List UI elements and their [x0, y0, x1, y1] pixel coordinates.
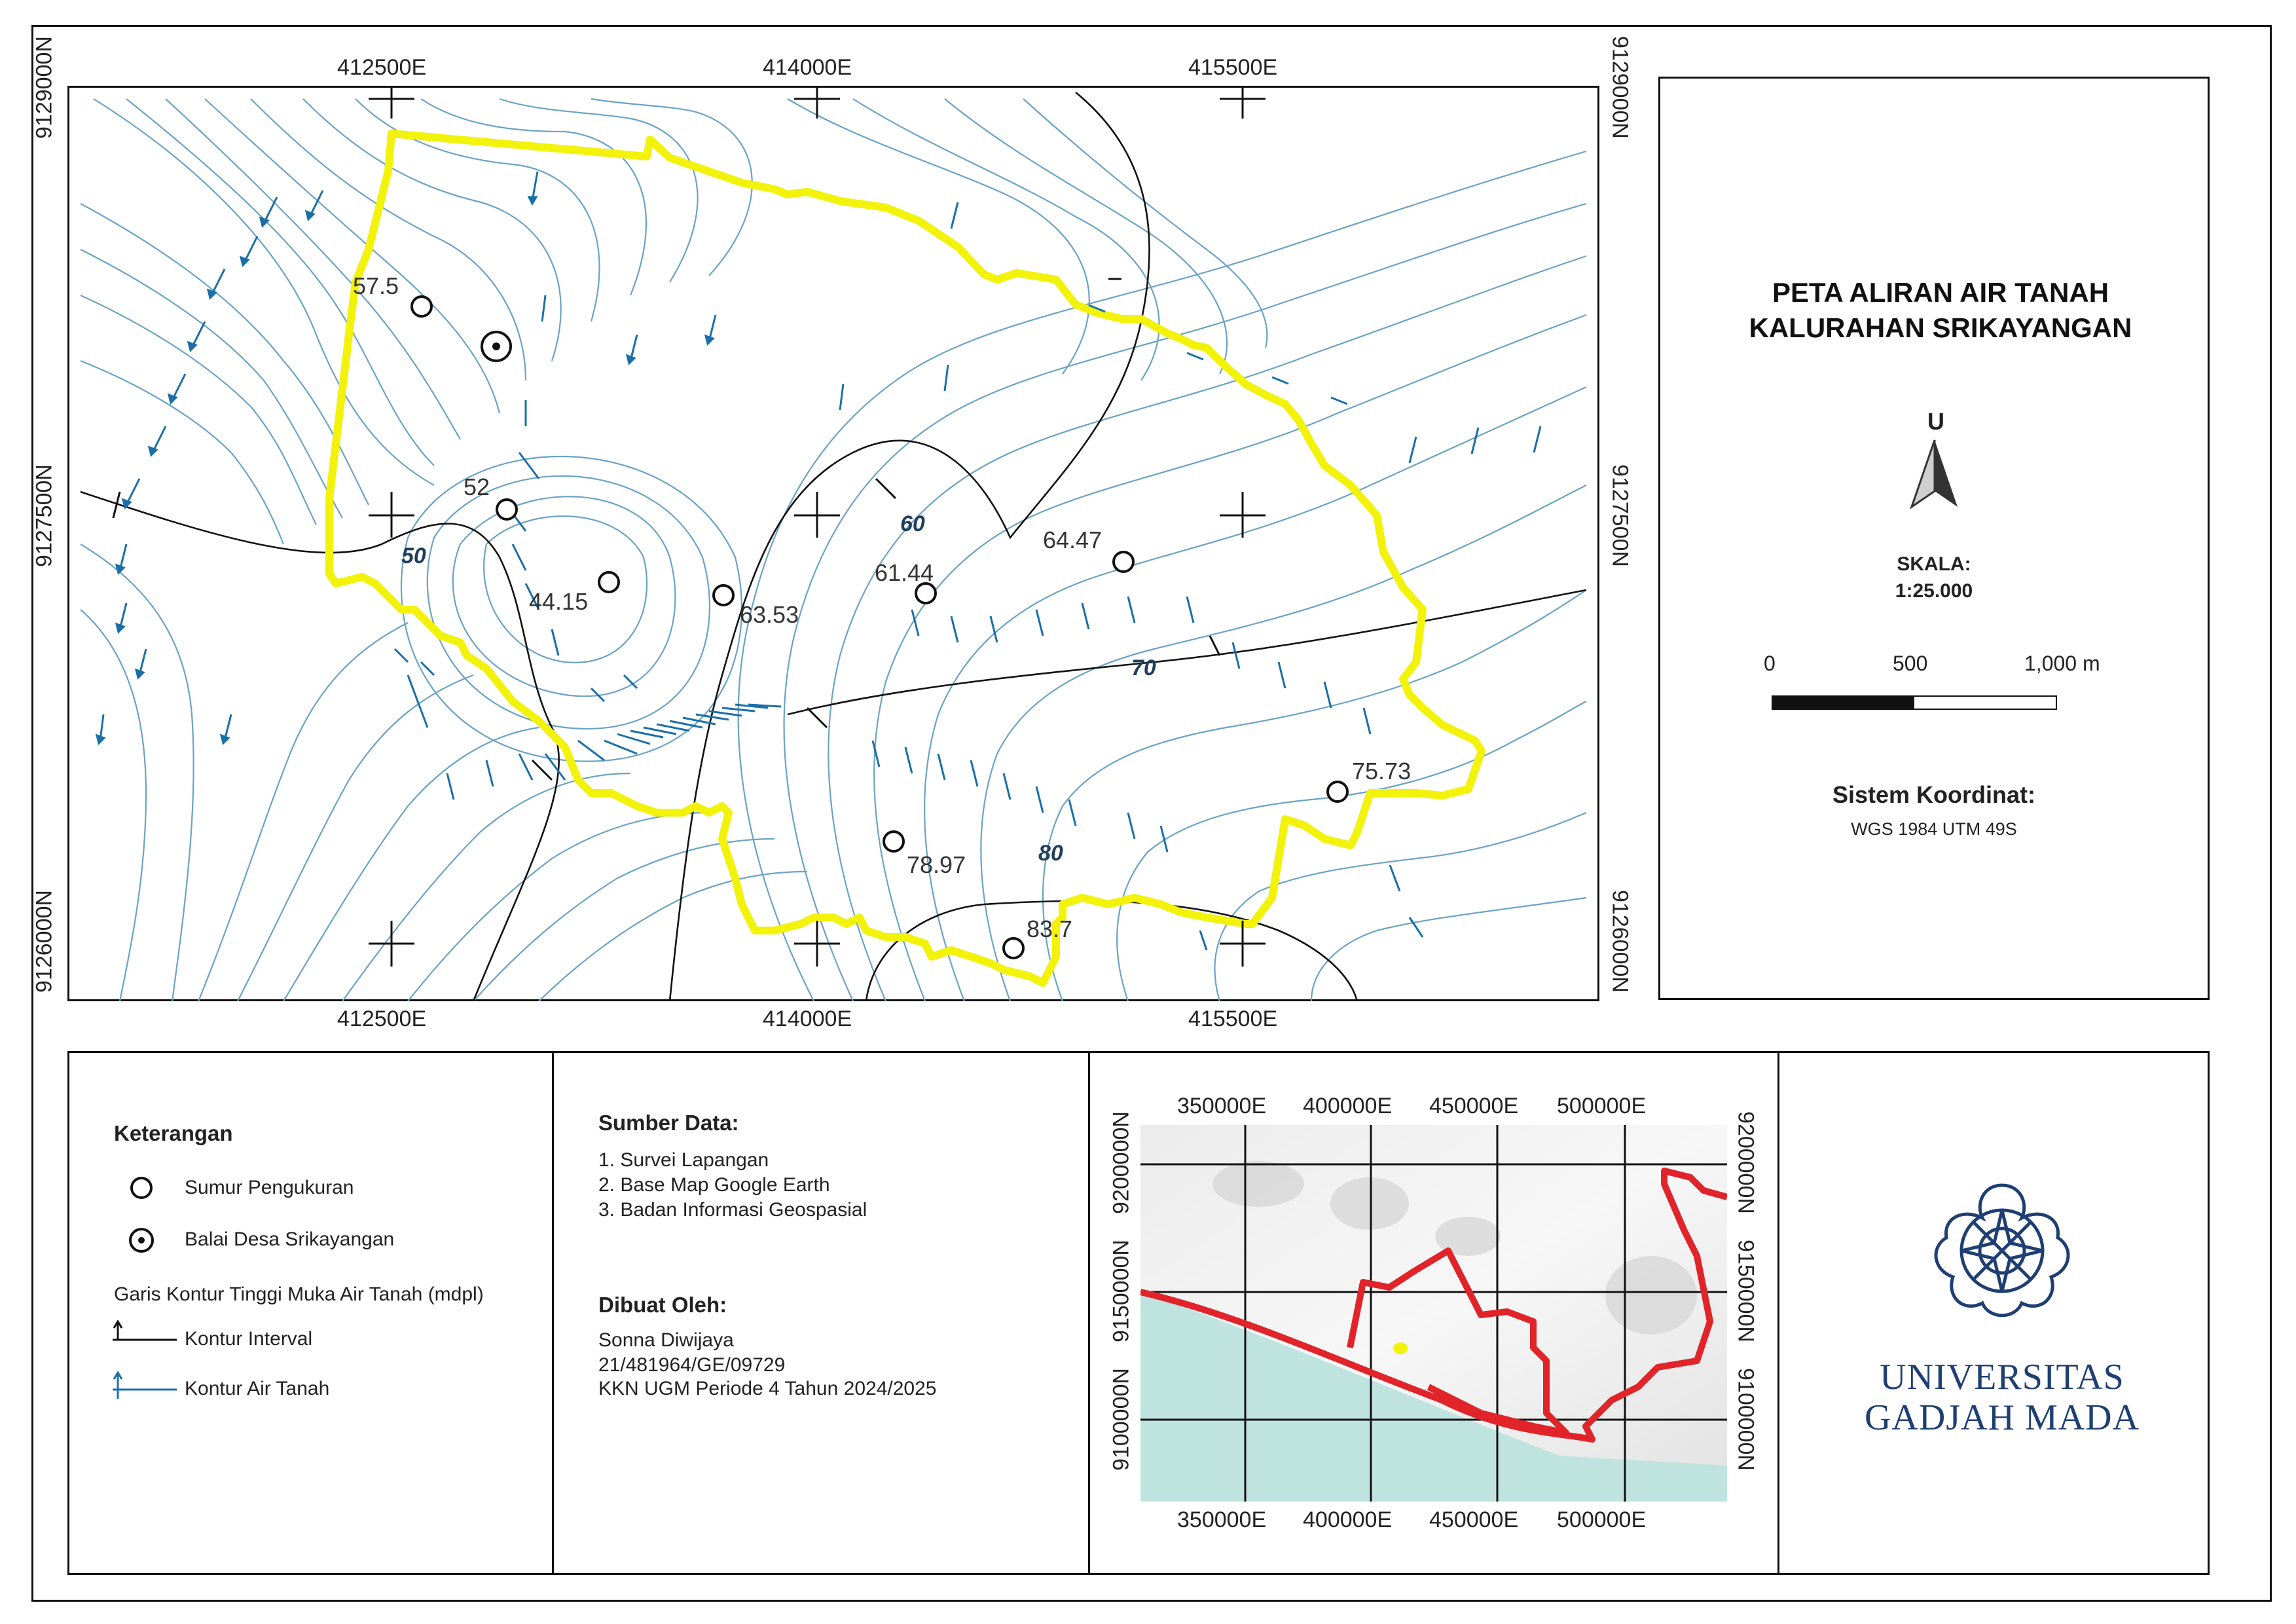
well-label-63-53: 63.53 [740, 601, 799, 628]
groundwater-contours [80, 98, 1587, 1001]
author-name: Sonna Diwijaya [598, 1329, 734, 1351]
y-tick-left-3: 9126000N [31, 890, 57, 993]
wells [410, 295, 1349, 959]
well-label-44-15: 44.15 [529, 588, 588, 615]
inset-y-left-3: 9100000N [1108, 1368, 1134, 1471]
scalebar-label-0: 0 [1764, 652, 1776, 675]
sources-title: Sumber Data: [598, 1111, 739, 1135]
source-item-3: 3. Badan Informasi Geospasial [598, 1199, 867, 1221]
well-label-75-73: 75.73 [1352, 758, 1411, 784]
scalebar [1772, 695, 2057, 710]
well-label-64-47: 64.47 [1043, 526, 1102, 553]
map-title-line-2: KALURAHAN SRIKAYANGAN [1749, 312, 2132, 343]
y-tick-left-2: 9127500N [31, 464, 57, 567]
village-hall-legend-symbol [129, 1228, 154, 1253]
village-hall-symbol [481, 331, 512, 362]
well-75-73 [1326, 781, 1349, 803]
y-tick-left-1: 9129000N [31, 36, 57, 139]
university-name-line-1: UNIVERSITAS [1880, 1357, 2124, 1397]
inset-y-right-1: 9200000N [1733, 1111, 1758, 1214]
legend-village-hall-label: Balai Desa Srikayangan [185, 1228, 395, 1250]
well-label-61-44: 61.44 [875, 559, 934, 586]
well-57-5 [410, 295, 433, 318]
map-title-line-1: PETA ALIRAN AIR TANAH [1772, 277, 2109, 308]
well-52 [496, 498, 518, 521]
inset-y-left-1: 9200000N [1108, 1111, 1134, 1214]
inset-x-top-2: 400000E [1303, 1094, 1393, 1118]
interval-arrows [112, 278, 1221, 781]
well-64-47 [1112, 551, 1135, 573]
legend-contour-heading: Garis Kontur Tinggi Muka Air Tanah (mdpl… [114, 1283, 484, 1305]
coord-system-value: WGS 1984 UTM 49S [1851, 819, 2017, 839]
inset-x-top-4: 500000E [1557, 1094, 1647, 1118]
well-63-53 [712, 584, 735, 606]
village-boundary [325, 130, 1485, 987]
x-tick-bottom-3: 415500E [1188, 1006, 1278, 1031]
contour-labels: 50 60 70 80 [401, 511, 1156, 866]
inset-y-left-2: 9150000N [1108, 1240, 1134, 1342]
flow-arrows [95, 171, 1542, 951]
inset-x-top-3: 450000E [1429, 1094, 1519, 1118]
well-label-83-7: 83.7 [1027, 915, 1072, 942]
inset-x-bottom-2: 400000E [1303, 1507, 1393, 1532]
main-map: 50 60 70 80 [67, 86, 1599, 1001]
x-tick-top-2: 414000E [763, 55, 852, 80]
scalebar-label-1000: 1,000 m [2024, 652, 2100, 675]
inset-x-bottom-3: 450000E [1429, 1507, 1519, 1532]
inset-x-bottom-1: 350000E [1177, 1507, 1267, 1532]
north-arrow-icon [1910, 439, 1958, 509]
contour-label-80: 80 [1038, 841, 1063, 866]
grid-crosses [369, 86, 1266, 967]
inset-y-right-3: 9100000N [1733, 1368, 1758, 1471]
source-item-2: 2. Base Map Google Earth [598, 1174, 830, 1196]
well-label-52: 52 [464, 473, 490, 500]
x-tick-top-1: 412500E [337, 55, 427, 80]
x-tick-top-3: 415500E [1188, 55, 1278, 80]
inset-x-bottom-4: 500000E [1557, 1507, 1647, 1532]
well-83-7 [1002, 937, 1025, 959]
well-61-44 [915, 582, 937, 604]
scale-title: SKALA: [1897, 553, 1971, 575]
north-label: U [1927, 408, 1944, 435]
university-name-line-2: GADJAH MADA [1864, 1397, 2140, 1438]
legend-contour-gw-label: Kontur Air Tanah [185, 1378, 330, 1399]
legend-well-label: Sumur Pengukuran [185, 1177, 354, 1198]
well-label-78-97: 78.97 [907, 851, 966, 878]
outer-frame [31, 25, 2272, 1602]
author-program: KKN UGM Periode 4 Tahun 2024/2025 [598, 1378, 937, 1399]
author-id: 21/481964/GE/09729 [598, 1354, 786, 1376]
scalebar-label-500: 500 [1893, 652, 1928, 675]
contour-gw-legend-symbol [113, 1371, 177, 1399]
well-44-15 [598, 571, 620, 593]
source-item-1: 1. Survei Lapangan [598, 1149, 769, 1171]
contour-label-60: 60 [900, 511, 925, 536]
y-tick-right-3: 9126000N [1607, 890, 1633, 993]
inset-map [1140, 1125, 1727, 1502]
y-tick-right-2: 9127500N [1607, 464, 1633, 567]
ugm-emblem-icon [1934, 1183, 2070, 1318]
contour-interval-legend-symbol [113, 1320, 177, 1341]
well-78-97 [883, 830, 905, 853]
bottom-divider-2 [1088, 1051, 1090, 1575]
contour-label-70: 70 [1131, 655, 1156, 680]
legend-title: Keterangan [114, 1121, 233, 1145]
contour-label-50: 50 [401, 544, 426, 568]
inset-x-top-1: 350000E [1177, 1094, 1267, 1118]
side-panel-frame [1658, 77, 2210, 1000]
coord-system-title: Sistem Koordinat: [1832, 781, 2036, 808]
bottom-divider-1 [552, 1051, 554, 1575]
scale-value: 1:25.000 [1895, 580, 1973, 602]
well-label-57-5: 57.5 [353, 272, 399, 299]
y-tick-right-1: 9129000N [1607, 36, 1633, 139]
inset-y-right-2: 9150000N [1733, 1240, 1758, 1342]
well-legend-symbol [130, 1177, 153, 1199]
well-labels: 57.5 52 44.15 63.53 61.44 64.47 75.73 78… [353, 272, 1411, 942]
author-title: Dibuat Oleh: [598, 1293, 727, 1317]
bottom-divider-3 [1777, 1051, 1779, 1575]
legend-contour-interval-label: Kontur Interval [185, 1328, 313, 1350]
bottom-panel-frame [67, 1051, 2210, 1575]
x-tick-bottom-2: 414000E [763, 1006, 852, 1031]
x-tick-bottom-1: 412500E [337, 1006, 427, 1031]
